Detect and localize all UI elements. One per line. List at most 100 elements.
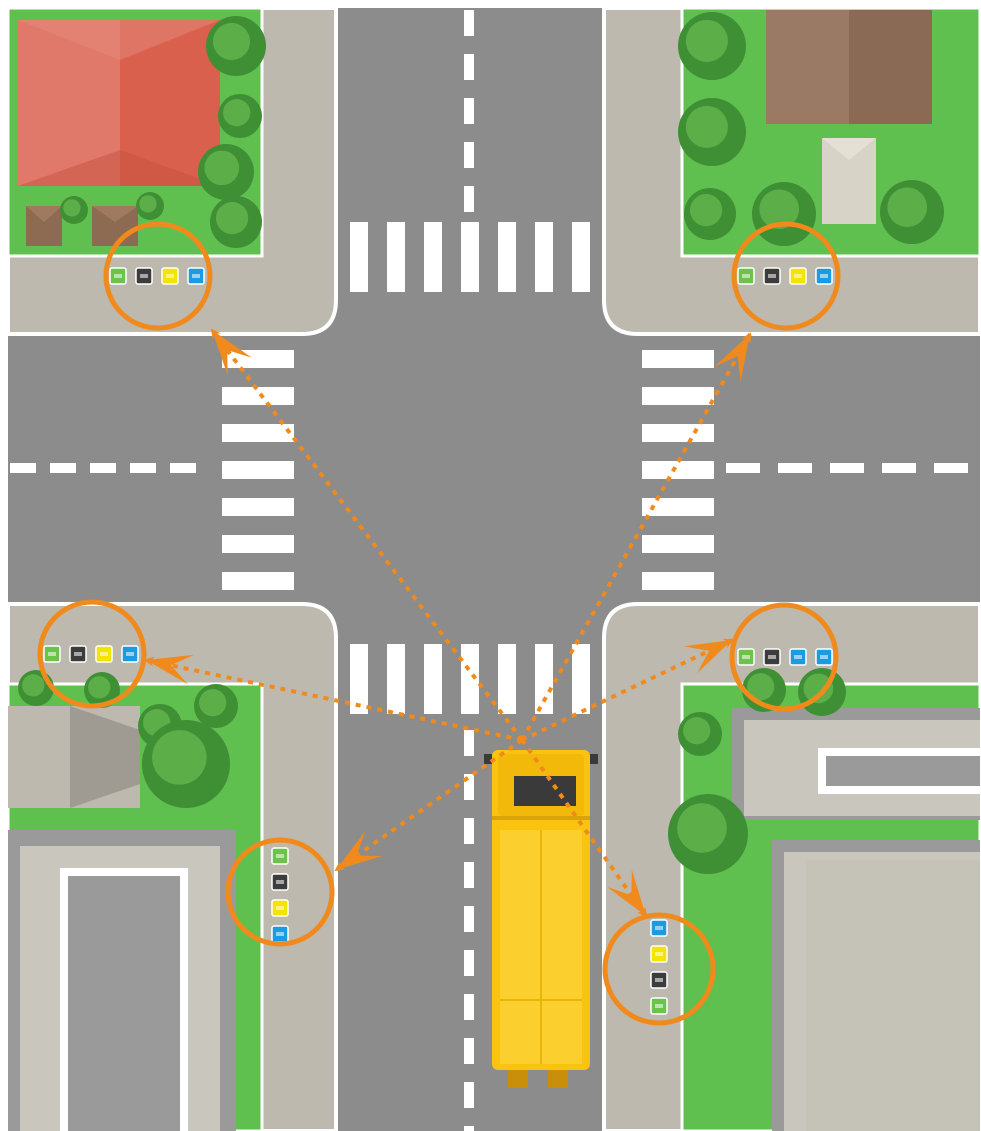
arrowhead-north-east — [714, 334, 750, 382]
collection-point-west-street — [225, 837, 335, 947]
bin-lid-mark — [742, 274, 750, 278]
lane-dash — [464, 1126, 474, 1131]
bin-lid-mark — [74, 652, 82, 656]
bin-lid-mark — [655, 1004, 663, 1008]
arrowhead-south-west — [146, 654, 195, 685]
tree-canopy-highlight — [199, 689, 227, 717]
lane-dash — [170, 463, 196, 473]
tree-canopy-highlight — [63, 199, 81, 217]
lane-dash — [464, 98, 474, 124]
crosswalk-stripe — [461, 222, 479, 292]
tree-canopy-highlight — [139, 195, 157, 213]
collection-point-ring — [729, 602, 839, 712]
lane-dash — [778, 463, 812, 473]
crosswalk-stripe — [222, 461, 294, 479]
route-to-south-west — [144, 656, 523, 742]
lane-dash — [464, 818, 474, 844]
collection-point-south-west — [37, 599, 147, 709]
bin-lid-mark — [794, 274, 802, 278]
bin-lid-mark — [768, 655, 776, 659]
bin-lid-mark — [126, 652, 134, 656]
crosswalk-stripe — [535, 644, 553, 714]
crosswalk-stripe — [642, 461, 714, 479]
bin-lid-mark — [794, 655, 802, 659]
tree-canopy-highlight — [215, 201, 249, 235]
crosswalk-stripe — [572, 222, 590, 292]
bin-lid-mark — [655, 926, 663, 930]
collection-point-south-east — [729, 602, 839, 712]
crosswalk-stripe — [424, 222, 442, 292]
bin-lid-mark — [114, 274, 122, 278]
lane-dash — [464, 774, 474, 800]
bin-lid-mark — [276, 932, 284, 936]
lane-dash — [464, 1038, 474, 1064]
lane-dash — [464, 906, 474, 932]
tree-canopy-highlight — [22, 674, 45, 697]
bin-lid-mark — [742, 655, 750, 659]
route-to-west-street — [334, 738, 524, 872]
road-markings — [10, 10, 968, 1131]
lane-dash — [464, 186, 474, 212]
crosswalk-stripe — [572, 644, 590, 714]
crosswalk-stripe — [535, 222, 553, 292]
tree-canopy-highlight — [204, 150, 240, 186]
trees — [18, 12, 944, 874]
lane-dash — [464, 730, 474, 756]
bin-lid-mark — [192, 274, 200, 278]
tree-canopy-highlight — [759, 189, 800, 230]
crosswalk-stripe — [642, 350, 714, 368]
arrowhead-west-street — [336, 831, 383, 870]
crosswalk-stripe — [498, 644, 516, 714]
route-to-north-west — [210, 328, 524, 742]
tree-canopy-highlight — [747, 673, 775, 701]
collection-point-ring — [731, 221, 841, 331]
collection-point-north-west — [103, 221, 213, 331]
brown-roof-house — [766, 10, 932, 224]
collection-point-north-east — [731, 221, 841, 331]
tree-canopy-highlight — [152, 730, 207, 785]
flat-building-south-east — [732, 708, 980, 1131]
lane-dash — [830, 463, 864, 473]
lane-dash — [882, 463, 916, 473]
lane-dash — [130, 463, 156, 473]
arrowhead-north-west — [212, 330, 252, 376]
crosswalk-stripe — [222, 387, 294, 405]
lane-dash — [464, 994, 474, 1020]
tree-canopy-highlight — [88, 676, 111, 699]
collection-point-ring — [602, 912, 716, 1026]
bin-lid-mark — [768, 274, 776, 278]
bin-lid-mark — [655, 952, 663, 956]
lane-dash — [464, 1082, 474, 1108]
tree-canopy-highlight — [803, 673, 834, 704]
grey-roof-house-south-west — [8, 706, 140, 808]
garbage-truck — [484, 750, 598, 1088]
bin-lid-mark — [820, 274, 828, 278]
bin-lid-mark — [276, 906, 284, 910]
red-roof-house — [18, 20, 220, 186]
lane-dash — [464, 142, 474, 168]
collection-routes — [144, 328, 752, 918]
crosswalk-stripe — [222, 572, 294, 590]
crosswalk-stripe — [350, 644, 368, 714]
crosswalk-stripe — [222, 498, 294, 516]
bin-lid-mark — [140, 274, 148, 278]
garden-sheds — [26, 206, 138, 246]
bin-lid-mark — [166, 274, 174, 278]
collection-point-ring — [103, 221, 213, 331]
route-to-east-street — [520, 738, 648, 918]
crosswalk-stripe — [387, 222, 405, 292]
crosswalk-stripe — [222, 350, 294, 368]
bin-lid-mark — [48, 652, 56, 656]
lane-dash — [464, 54, 474, 80]
tree-canopy-highlight — [683, 717, 711, 745]
crosswalk-stripe — [642, 535, 714, 553]
bin-lid-mark — [276, 854, 284, 858]
tree-canopy-highlight — [212, 22, 251, 61]
crosswalk-stripe — [642, 424, 714, 442]
lane-dash — [726, 463, 760, 473]
crosswalk-stripe — [498, 222, 516, 292]
crosswalk-stripe — [222, 535, 294, 553]
lane-dash — [464, 862, 474, 888]
crosswalk-stripe — [642, 572, 714, 590]
